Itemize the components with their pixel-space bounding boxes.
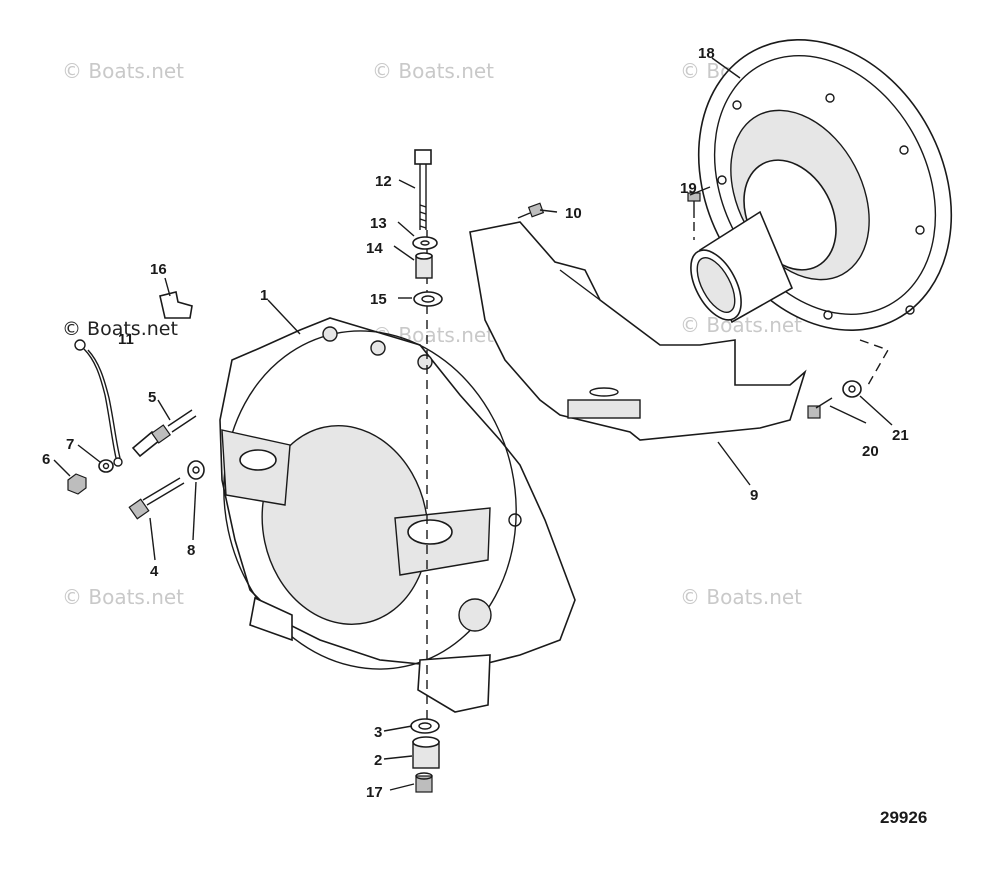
callout-1: 1 [260,287,268,304]
bolt-icon [517,202,545,219]
callout-11: 11 [118,331,134,348]
figure-number: 29926 [880,808,927,827]
callout-13: 13 [370,215,387,232]
callout-4: 4 [150,563,159,580]
callout-15: 15 [370,291,387,308]
callout-6: 6 [42,451,50,468]
flywheel-housing-icon [219,317,576,713]
callout-17: 17 [366,784,383,801]
bolt-icon [807,397,833,419]
callout-20: 20 [862,443,879,460]
washer-icon [413,291,443,307]
callout-14: 14 [366,240,383,257]
callout-3: 3 [374,724,382,741]
washer-icon [98,459,114,473]
watermark-2: © Boats.net [372,59,494,83]
watermark-1: © Boats.net [62,59,184,83]
stud-icon [131,409,197,458]
washer-icon [187,460,205,480]
callout-18: 18 [698,45,715,62]
callout-19: 19 [680,180,697,197]
callout-12: 12 [375,173,392,190]
washer-icon [412,236,438,250]
clip-icon [159,291,193,319]
watermark-6: © Boats.net [62,585,184,609]
callouts: 1 2 3 4 5 6 7 8 9 10 11 12 13 14 15 16 1… [42,45,909,801]
leader-lines [53,57,893,791]
washer-icon [410,718,440,734]
callout-5: 5 [148,389,156,406]
nut-icon [415,772,433,793]
callout-10: 10 [565,205,582,222]
watermark-dark: © Boats.net [62,318,178,340]
nut-icon [67,473,87,495]
flywheel-cover-icon [469,221,807,441]
callout-16: 16 [150,261,167,278]
callout-9: 9 [750,487,758,504]
bolt-icon [128,477,185,520]
callout-7: 7 [66,436,74,453]
callout-8: 8 [187,542,195,559]
bolt-icon [414,149,432,230]
ground-strap-icon [74,339,123,467]
watermark-8: © Boats.net [680,585,802,609]
callout-2: 2 [374,752,382,769]
spacer-icon [412,736,440,769]
drive-flange-icon [690,39,953,331]
spacer-icon [415,252,433,279]
washer-icon [842,380,862,398]
callout-21: 21 [892,427,909,444]
watermarks: © Boats.net © Boats.net © Boats.net © Bo… [62,59,802,615]
